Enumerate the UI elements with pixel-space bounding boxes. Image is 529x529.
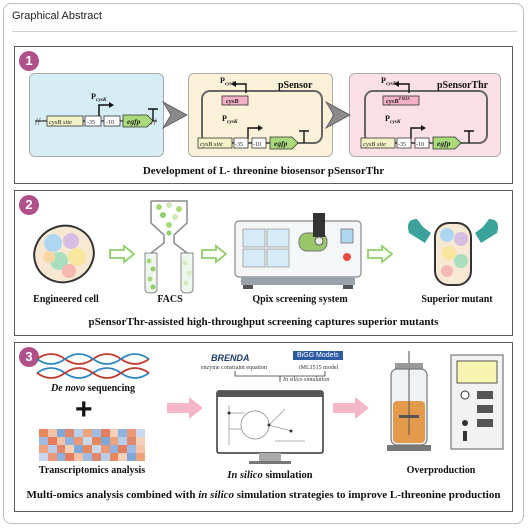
panel-2-caption: pSensorThr-assisted high-throughput scre… xyxy=(88,316,439,328)
merge-arrow-icon xyxy=(234,371,326,382)
engineered-cell-icon xyxy=(33,224,95,284)
svg-text:-35: -35 xyxy=(398,142,406,148)
svg-text:egfp: egfp xyxy=(127,117,141,126)
construct-promoter: P xyxy=(91,92,96,101)
construct-diagram: // // cysB site -35 -10 egfp PcysK xyxy=(35,92,158,128)
pink-arrow-icon-2 xyxy=(333,397,369,419)
chevron-arrow-icon xyxy=(161,100,188,130)
qpix-machine-icon xyxy=(234,213,362,289)
simulation-monitor-icon xyxy=(216,390,324,464)
transcriptomics-heatmap xyxy=(39,429,145,461)
psensor-cysb-site: cysB site xyxy=(200,141,223,148)
panel-3-caption: Multi-omics analysis combined with in si… xyxy=(26,489,501,501)
svg-text:-10: -10 xyxy=(416,142,424,148)
psensor-title: pSensor xyxy=(278,80,313,91)
bigg-caption: iML1515 model xyxy=(299,365,339,371)
green-arrow-icon-3 xyxy=(367,244,394,264)
svg-text:pSensor: pSensor xyxy=(278,80,313,91)
panel-2-number-badge: 2 xyxy=(19,195,39,215)
brenda-logo: BRENDA xyxy=(211,353,250,363)
construct-minus10: -10 xyxy=(106,120,114,126)
panel-1: 1 // // cysB site -35 -10 egfp PcysK pSe… xyxy=(14,46,513,184)
green-arrow-icon-1 xyxy=(109,244,136,264)
bioreactor-icon xyxy=(387,351,504,451)
svg-text:egfp: egfp xyxy=(437,139,451,148)
svg-text:PcysK: PcysK xyxy=(220,76,236,87)
transcriptomics-label: Transcriptomics analysis xyxy=(38,465,146,476)
dna-helix-icon xyxy=(36,353,150,379)
psensorthr-cysb: cysB xyxy=(386,98,399,105)
label-superior-mutant: Superior mutant xyxy=(421,294,493,305)
psensorthr-mutation: T102A xyxy=(399,96,410,101)
svg-text://: // xyxy=(151,117,157,128)
bigg-logo: BiGG Models xyxy=(293,351,343,360)
svg-text:-10: -10 xyxy=(253,142,261,148)
svg-text:cysB site: cysB site xyxy=(49,119,72,126)
svg-text:PcysK: PcysK xyxy=(222,114,238,125)
panel-3: 3 De novo sequencing + Transcriptomics a… xyxy=(14,342,513,512)
svg-text:-10: -10 xyxy=(106,120,114,126)
pink-arrow-icon-1 xyxy=(167,397,203,419)
page-title: Graphical Abstract xyxy=(12,10,102,22)
overproduction-label: Overproduction xyxy=(406,465,476,476)
svg-text:PcysK: PcysK xyxy=(91,92,107,103)
psensor-cysb: cysB xyxy=(226,98,239,105)
plus-icon: + xyxy=(75,393,93,426)
facs-icon xyxy=(144,200,194,294)
svg-text:cysBT102A: cysBT102A xyxy=(386,96,410,105)
brenda-caption: enzyme constraint equation xyxy=(201,365,267,371)
psensor-promoter-bottom: P xyxy=(222,114,227,123)
denovo-sequencing-label: De novo sequencing xyxy=(51,383,135,394)
label-engineered-cell: Engineered cell xyxy=(33,294,99,305)
construct-minus35: -35 xyxy=(87,120,95,126)
green-arrow-icon-2 xyxy=(201,244,228,264)
svg-text:pSensorThr: pSensorThr xyxy=(437,80,489,91)
svg-text:egfp: egfp xyxy=(274,139,288,148)
panel-3-number-badge: 3 xyxy=(19,347,39,367)
insilico-arrow-label: In silico simulation xyxy=(283,377,330,383)
construct-cysb-site: cysB site xyxy=(49,119,72,126)
chevron-arrow-icon-2 xyxy=(324,100,351,130)
abstract-frame xyxy=(3,3,524,524)
panel-1-number-badge: 1 xyxy=(19,51,39,71)
svg-text:PcysK: PcysK xyxy=(381,76,397,87)
title-divider xyxy=(12,31,517,32)
svg-text:cysB site: cysB site xyxy=(200,141,223,148)
label-qpix: Qpix screening system xyxy=(252,294,348,305)
svg-text:-35: -35 xyxy=(235,142,243,148)
superior-mutant-icon xyxy=(408,219,498,286)
construct-promoter-sub: cysK xyxy=(96,97,107,103)
psensor-promoter-top: P xyxy=(220,76,225,85)
psensorthr-egfp: egfp xyxy=(437,139,451,148)
psensorthr-diagram: pSensorThr PcysK cysBT102A PcysK cysB si… xyxy=(360,76,489,150)
svg-text:PcysK: PcysK xyxy=(385,114,401,125)
svg-text://: // xyxy=(35,117,41,128)
panel-1-caption: Development of L- threonine biosensor pS… xyxy=(142,165,385,177)
panel-2: 2 xyxy=(14,190,513,336)
svg-text:cysB: cysB xyxy=(226,98,239,105)
label-facs: FACS xyxy=(157,294,183,305)
psensor-egfp: egfp xyxy=(274,139,288,148)
svg-text:cysB site: cysB site xyxy=(363,141,386,148)
psensorthr-title: pSensorThr xyxy=(437,80,489,91)
construct-egfp: egfp xyxy=(127,117,141,126)
psensor-diagram: pSensor PcysK cysB PcysK cysB site -35 -… xyxy=(197,76,323,150)
svg-text:-35: -35 xyxy=(87,120,95,126)
insilico-simulation-label: In silico simulation xyxy=(227,470,313,481)
